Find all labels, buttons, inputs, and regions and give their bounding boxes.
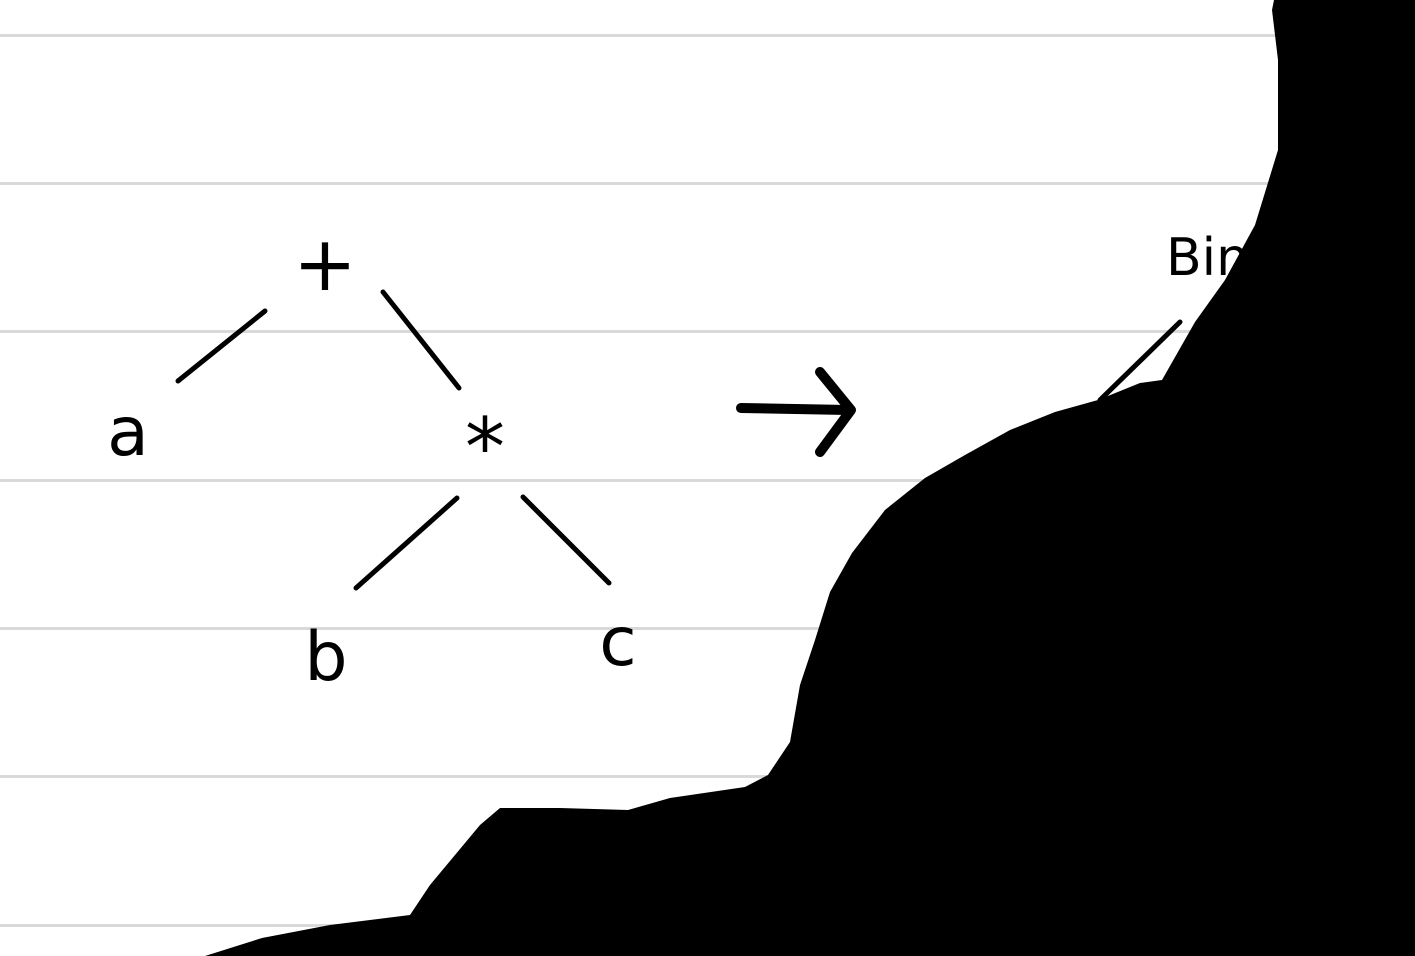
ruled-line xyxy=(0,182,1415,185)
node-leaf-a: a xyxy=(107,393,149,472)
edge-plus-star xyxy=(380,289,462,391)
edge-plus-a xyxy=(175,308,268,384)
ruled-line xyxy=(0,775,1415,778)
node-root-plus: + xyxy=(293,219,357,308)
node-leaf-c: c xyxy=(599,603,636,682)
redaction-mask xyxy=(205,0,1415,956)
ruled-line xyxy=(0,34,1415,37)
ruled-line xyxy=(0,479,1415,482)
edge-bin-child xyxy=(1097,319,1183,403)
node-leaf-b: b xyxy=(304,618,347,697)
ruled-line xyxy=(0,330,1415,333)
edge-star-c xyxy=(520,494,612,586)
right-arrow-icon xyxy=(736,367,856,457)
ruled-line xyxy=(0,627,1415,630)
edge-star-b xyxy=(353,495,460,591)
node-multiply-star: * xyxy=(465,401,505,494)
